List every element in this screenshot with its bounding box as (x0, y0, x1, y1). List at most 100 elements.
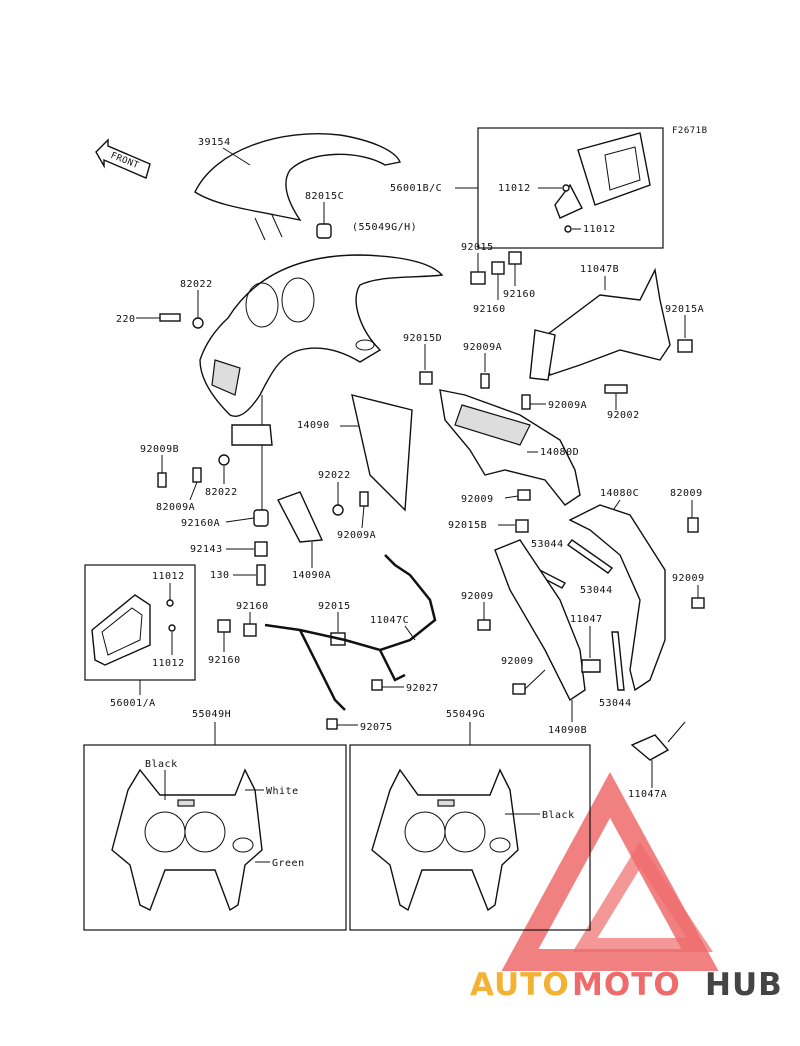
label-53044-3: 53044 (599, 698, 632, 709)
bolt-92009-r2 (477, 619, 491, 631)
label-55049H: 55049H (192, 709, 231, 720)
label-130: 130 (210, 570, 230, 581)
screw-220 (159, 313, 181, 322)
label-92075: 92075 (360, 722, 393, 733)
label-92015-top: 92015 (461, 242, 494, 253)
label-82022-left: 82022 (205, 487, 238, 498)
label-14080C: 14080C (600, 488, 639, 499)
label-14090A: 14090A (292, 570, 331, 581)
bolt-82009A-left (192, 467, 202, 483)
label-92015D: 92015D (403, 333, 442, 344)
nut-11012-left1 (166, 599, 174, 607)
label-11012-left1: 11012 (152, 571, 185, 582)
label-92009-mid: 92009 (461, 494, 494, 505)
label-14080D: 14080D (540, 447, 579, 458)
nut-92015D (419, 371, 433, 385)
damper-92160-top2 (508, 251, 522, 265)
label-92027: 92027 (406, 683, 439, 694)
cowl-stay-11047B (529, 267, 671, 381)
figure-code: F2671B (672, 126, 708, 136)
label-82009A-left: 82009A (156, 502, 195, 513)
label-82022-top: 82022 (180, 279, 213, 290)
label-55049G: 55049G (446, 709, 485, 720)
cowl-bracket-left (231, 395, 273, 446)
label-11047C: 11047C (370, 615, 409, 626)
label-92022: 92022 (318, 470, 351, 481)
bolt-92009A-mid (359, 491, 369, 507)
nut-92015B (515, 519, 529, 533)
label-14090: 14090 (297, 420, 330, 431)
label-39154: 39154 (198, 137, 231, 148)
label-92160A: 92160A (181, 518, 220, 529)
side-panel-14080D (439, 389, 581, 506)
mirror-lh-part (91, 594, 151, 666)
front-arrow-icon: FRONT (95, 138, 151, 179)
label-92160-left2: 92160 (208, 655, 241, 666)
label-56001BC: 56001B/C (390, 183, 442, 194)
label-92002: 92002 (607, 410, 640, 421)
label-92009A-right2: 92009A (548, 400, 587, 411)
cowl-variant-55049H (111, 768, 263, 912)
watermark-text-hub: HUB (705, 967, 783, 1003)
bracket-11047 (581, 659, 601, 673)
cowl-variant-55049G (371, 768, 519, 912)
label-92015A: 92015A (665, 304, 704, 315)
label-92009B: 92009B (140, 444, 179, 455)
bolt-92009B (157, 472, 167, 488)
strip-53044-3 (611, 631, 625, 691)
damper-92160-top1 (491, 261, 505, 275)
watermark-text-auto: AUTO (470, 967, 570, 1003)
label-11012-top1: 11012 (498, 183, 531, 194)
label-92009-r1: 92009 (672, 573, 705, 584)
variant-55049G-box (349, 744, 591, 931)
nut-11012-top1 (562, 184, 570, 192)
note-white: White (266, 786, 299, 797)
label-11047A: 11047A (628, 789, 667, 800)
bolt-92009A-right2 (521, 394, 531, 410)
inner-panel-14090A (277, 491, 324, 543)
label-220: 220 (116, 314, 136, 325)
damper-92160-left2 (217, 619, 231, 633)
note-black-right: Black (542, 810, 575, 821)
washer-82022-top (192, 317, 204, 329)
bolt-92009A-right (480, 373, 490, 389)
screw-92009-mid (517, 489, 531, 501)
label-92160-left1: 92160 (236, 601, 269, 612)
bracket-11047A (630, 734, 670, 761)
bolt-92002 (604, 384, 628, 394)
clip-92027 (371, 679, 383, 691)
variant-55049H-box (83, 744, 347, 931)
note-black-left: Black (145, 759, 178, 770)
label-92160-top2: 92160 (473, 304, 506, 315)
label-92015-mid: 92015 (318, 601, 351, 612)
label-11047B: 11047B (580, 264, 619, 275)
watermark-triangle-inner (572, 841, 714, 952)
nut-11012-left2 (168, 624, 176, 632)
grommet-82015C (316, 223, 332, 239)
label-11047: 11047 (570, 614, 603, 625)
strip-53044-2 (566, 539, 614, 574)
nut-92075 (326, 718, 338, 730)
damper-92160A (253, 509, 269, 527)
label-11012-top2: 11012 (583, 224, 616, 235)
bolt-130 (256, 564, 266, 586)
cowl-stay-11047C (264, 554, 437, 711)
label-55049GH: (55049G/H) (352, 222, 417, 233)
damper-92160-left1 (243, 623, 257, 637)
watermark-text-moto: MOTO (572, 967, 681, 1003)
label-14090B: 14090B (548, 725, 587, 736)
side-panel-14080C (568, 504, 666, 692)
label-82009: 82009 (670, 488, 703, 499)
label-92009-r2: 92009 (461, 591, 494, 602)
upper-cowl-part (199, 254, 444, 417)
nut-11012-top2 (564, 225, 572, 233)
washer-92022 (332, 504, 344, 516)
lower-panel-14090B (494, 539, 586, 702)
label-92009A-mid: 92009A (337, 530, 376, 541)
nut-92015-top (470, 271, 486, 285)
label-92015B: 92015B (448, 520, 487, 531)
label-11012-left2: 11012 (152, 658, 185, 669)
label-92009A-right: 92009A (463, 342, 502, 353)
